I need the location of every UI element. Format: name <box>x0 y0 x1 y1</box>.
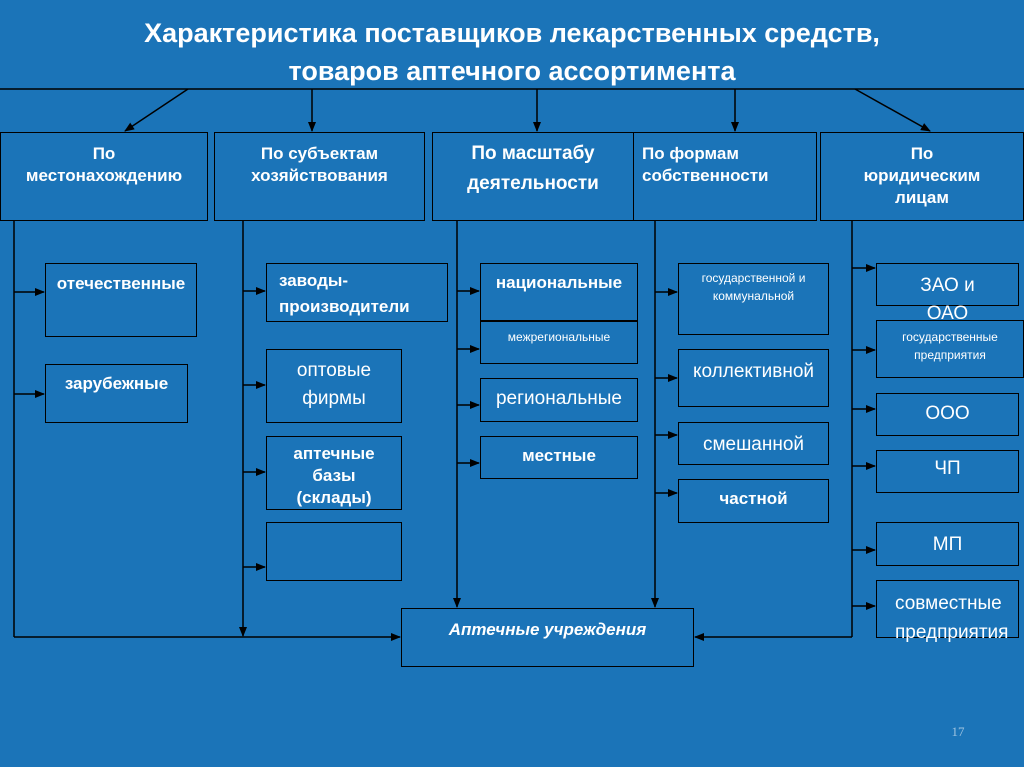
header-legal: По юридическим лицам <box>820 132 1024 221</box>
node-interregional: межрегиональные <box>480 321 638 364</box>
node-local: местные <box>480 436 638 479</box>
node-national: национальные <box>480 263 638 321</box>
node-mixed: смешанной <box>678 422 829 465</box>
node-pharma-bases: аптечные базы (склады) <box>266 436 402 510</box>
page-number: 17 <box>951 724 965 739</box>
node-empty <box>266 522 402 581</box>
node-collective: коллективной <box>678 349 829 407</box>
header-scale: По масштабу деятельности <box>432 132 634 221</box>
node-chp: ЧП <box>876 450 1019 493</box>
node-joint-ventures: совместные предприятия <box>876 580 1019 643</box>
node-regional: региональные <box>480 378 638 422</box>
node-state-municipal: государственной и коммунальной <box>678 263 829 335</box>
node-manufacturers: заводы-производители <box>266 263 448 322</box>
header-ownership: По формам собственности <box>633 132 817 221</box>
node-foreign: зарубежные <box>45 364 188 423</box>
node-state-enterprises: государственные предприятия <box>876 320 1024 378</box>
node-ooo: ООО <box>876 393 1019 436</box>
node-mp: МП <box>876 522 1019 566</box>
node-domestic: отечественные <box>45 263 197 337</box>
node-private: частной <box>678 479 829 523</box>
title-line-1: Характеристика поставщиков лекарственных… <box>144 18 880 48</box>
page-title: Характеристика поставщиков лекарственных… <box>0 14 1024 90</box>
node-zao-oao: ЗАО и ОАО <box>876 263 1019 324</box>
header-subjects: По субъектам хозяйствования <box>214 132 425 221</box>
node-pharmacy-institutions: Аптечные учреждения <box>401 608 694 667</box>
node-wholesale: оптовые фирмы <box>266 349 402 423</box>
title-line-2: товаров аптечного ассортимента <box>288 56 736 86</box>
header-location: По местонахождению <box>0 132 208 221</box>
